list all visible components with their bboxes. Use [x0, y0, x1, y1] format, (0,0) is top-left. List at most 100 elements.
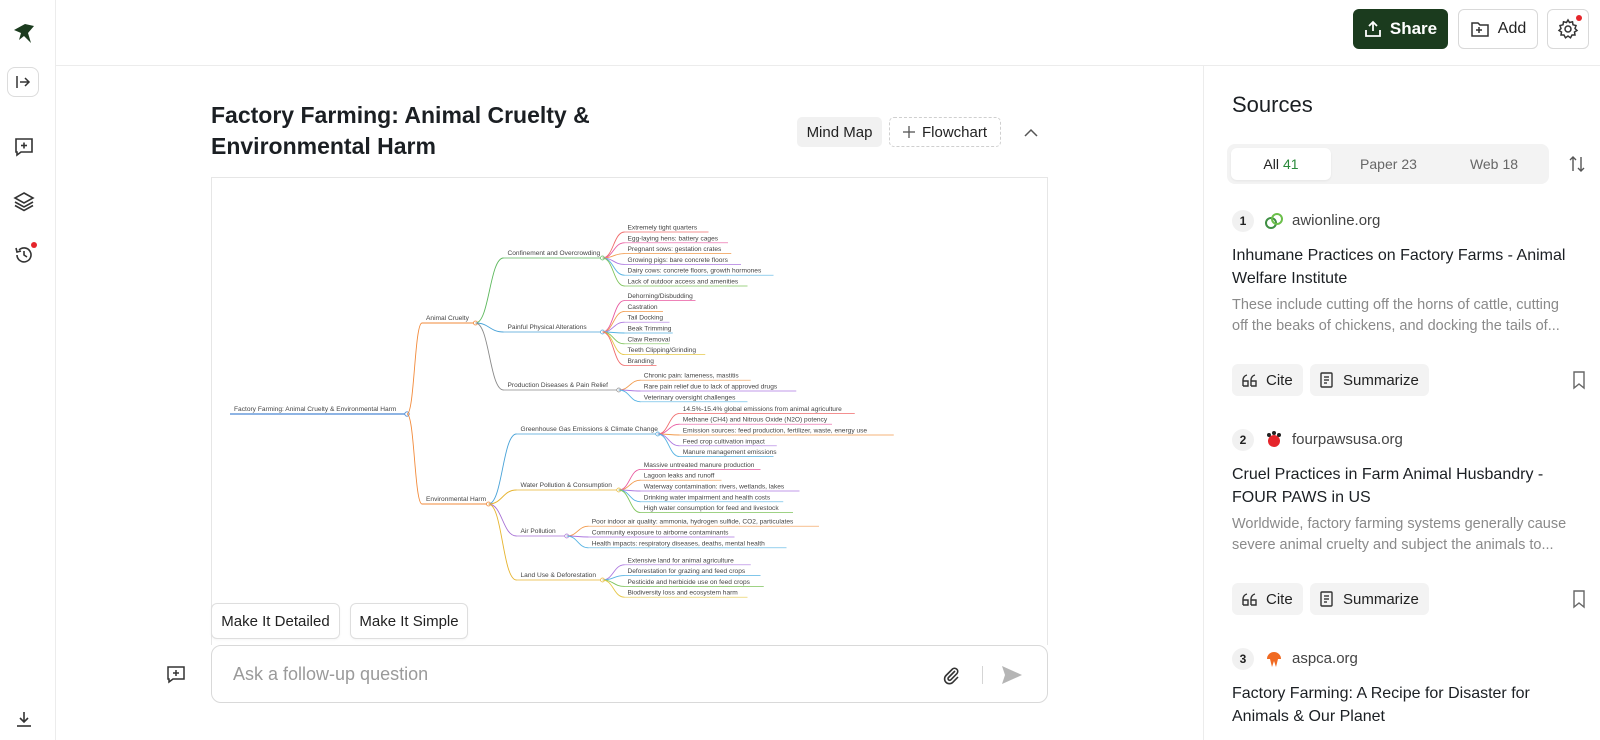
mind-map-leaf: Methane (CH4) and Nitrous Oxide (N2O) po…: [683, 417, 828, 424]
history-badge: [31, 242, 37, 248]
flowchart-label: Flowchart: [921, 123, 988, 141]
share-label: Share: [1389, 19, 1438, 38]
awionline-favicon-icon: [1265, 213, 1283, 229]
logo-icon[interactable]: [8, 18, 40, 50]
source-number: 3: [1232, 648, 1254, 670]
layers-icon[interactable]: [8, 185, 40, 217]
left-rail: [0, 0, 56, 740]
filter-web-count: 18: [1502, 156, 1519, 172]
bookmark-icon[interactable]: [1570, 589, 1588, 609]
mind-map-subtopic: Greenhouse Gas Emissions & Climate Chang…: [521, 426, 659, 433]
summarize-label: Summarize: [1343, 590, 1419, 608]
expand-sidebar-button[interactable]: [7, 67, 39, 97]
mind-map-leaf: Waterway contamination: rivers, wetlands…: [644, 484, 785, 491]
mind-map-leaf: Community exposure to airborne contamina…: [592, 530, 729, 537]
download-icon[interactable]: [8, 703, 40, 735]
cite-button[interactable]: Cite: [1232, 583, 1303, 615]
mind-map-svg: Factory Farming: Animal Cruelty & Enviro…: [230, 225, 894, 598]
mind-map-subtopic: Water Pollution & Consumption: [521, 482, 613, 489]
summary-icon: [1320, 372, 1333, 388]
source-filter: All 41 Paper 23 Web 18: [1227, 144, 1549, 184]
mind-map-subtopic: Painful Physical Alterations: [508, 324, 588, 331]
add-label: Add: [1497, 20, 1527, 37]
make-detailed-button[interactable]: Make It Detailed: [211, 603, 340, 639]
quote-icon: [1242, 374, 1257, 387]
new-thread-icon[interactable]: [164, 663, 188, 687]
mind-map-leaf: High water consumption for feed and live…: [644, 505, 780, 512]
mind-map-leaf: Claw Removal: [628, 336, 671, 343]
filter-all[interactable]: All 41: [1231, 148, 1331, 180]
mind-map-leaf: Feed crop cultivation impact: [683, 438, 765, 445]
mind-map-leaf: Lack of outdoor access and amenities: [628, 279, 739, 286]
filter-paper-count: 23: [1401, 156, 1417, 172]
send-icon[interactable]: [998, 661, 1026, 689]
mind-map-leaf: Health impacts: respiratory diseases, de…: [592, 540, 765, 547]
summarize-button[interactable]: Summarize: [1310, 583, 1429, 615]
mind-map-leaf: Manure management emissions: [683, 449, 778, 456]
history-icon[interactable]: [8, 239, 40, 271]
mind-map-leaf: Pregnant sows: gestation crates: [628, 246, 723, 253]
attach-icon[interactable]: [939, 663, 963, 687]
quote-icon: [1242, 593, 1257, 606]
make-simple-button[interactable]: Make It Simple: [350, 603, 468, 639]
source-card[interactable]: 3 aspca.org Factory Farming: A Recipe fo…: [1232, 648, 1582, 740]
mind-map-subtopic: Production Diseases & Pain Relief: [508, 382, 609, 389]
mind-map-subtopic: Land Use & Deforestation: [521, 572, 597, 579]
mind-map-leaf: Drinking water impairment and health cos…: [644, 494, 771, 501]
sources-heading: Sources: [1232, 92, 1313, 117]
mind-map-leaf: Rare pain relief due to lack of approved…: [644, 384, 778, 391]
share-button[interactable]: Share: [1353, 9, 1448, 49]
summarize-button[interactable]: Summarize: [1310, 364, 1429, 396]
input-separator: [982, 666, 983, 684]
tab-mind-map[interactable]: Mind Map: [797, 117, 882, 147]
mind-map-leaf: Pesticide and herbicide use on feed crop…: [628, 579, 751, 586]
mind-map-leaf: Chronic pain: lameness, mastitis: [644, 373, 740, 380]
cite-label: Cite: [1266, 590, 1293, 608]
source-card[interactable]: 2 fourpawsusa.org Cruel Practices in Far…: [1232, 429, 1585, 629]
mind-map-leaf: Emission sources: feed production, ferti…: [683, 428, 868, 435]
mind-map-leaf: Branding: [628, 358, 655, 365]
mind-map-subtopic: Air Pollution: [521, 528, 557, 535]
plus-icon: [902, 126, 915, 138]
source-number: 1: [1232, 210, 1254, 232]
source-domain: aspca.org: [1292, 650, 1358, 667]
mind-map-leaf: Beak Trimming: [628, 326, 672, 333]
page-title: Factory Farming: Animal Cruelty & Enviro…: [211, 102, 590, 159]
fourpaws-favicon-icon: [1267, 431, 1281, 447]
new-chat-icon[interactable]: [8, 131, 40, 163]
filter-paper-label: Paper: [1360, 156, 1398, 172]
tab-flowchart[interactable]: Flowchart: [889, 117, 1001, 147]
folder-plus-icon: [1471, 22, 1489, 37]
mind-map-leaf: Extensive land for animal agriculture: [628, 557, 735, 564]
source-snippet: Worldwide, factory farming systems gener…: [1232, 516, 1567, 553]
source-title[interactable]: Inhumane Practices on Factory Farms - An…: [1232, 247, 1566, 287]
filter-paper[interactable]: Paper 23: [1336, 148, 1441, 180]
filter-all-count: 41: [1282, 156, 1299, 172]
follow-up-input[interactable]: [233, 658, 913, 690]
source-title[interactable]: Cruel Practices in Farm Animal Husbandry…: [1232, 466, 1544, 506]
source-domain: fourpawsusa.org: [1292, 431, 1403, 448]
mind-map-leaf: 14.5%-15.4% global emissions from animal…: [683, 406, 842, 413]
mind-map-leaf: Veterinary oversight challenges: [644, 394, 736, 401]
mind-map-leaf: Dairy cows: concrete floors, growth horm…: [628, 268, 762, 275]
settings-badge: [1576, 15, 1582, 21]
mind-map-root: Factory Farming: Animal Cruelty & Enviro…: [234, 406, 397, 413]
source-title[interactable]: Factory Farming: A Recipe for Disaster f…: [1232, 685, 1530, 725]
filter-web-label: Web: [1469, 156, 1499, 172]
collapse-chevron-icon[interactable]: [1020, 121, 1042, 143]
mind-map-leaf: Egg-laying hens: battery cages: [628, 235, 719, 242]
mind-map-leaf: Poor indoor air quality: ammonia, hydrog…: [592, 519, 794, 526]
source-card[interactable]: 1 awionline.org Inhumane Practices on Fa…: [1232, 210, 1585, 410]
bookmark-icon[interactable]: [1570, 370, 1588, 390]
mind-map-subtopic: Confinement and Overcrowding: [508, 250, 601, 257]
sort-icon[interactable]: [1566, 153, 1588, 175]
mind-map-leaf: Growing pigs: bare concrete floors: [628, 257, 729, 264]
add-button[interactable]: Add: [1458, 9, 1538, 49]
mind-map-canvas[interactable]: Factory Farming: Animal Cruelty & Enviro…: [211, 177, 1048, 645]
cite-button[interactable]: Cite: [1232, 364, 1303, 396]
follow-up-box: [211, 645, 1048, 703]
mind-map-leaf: Castration: [628, 304, 658, 311]
settings-button[interactable]: [1547, 9, 1589, 49]
filter-web[interactable]: Web 18: [1443, 148, 1545, 180]
gear-icon: [1557, 18, 1579, 39]
